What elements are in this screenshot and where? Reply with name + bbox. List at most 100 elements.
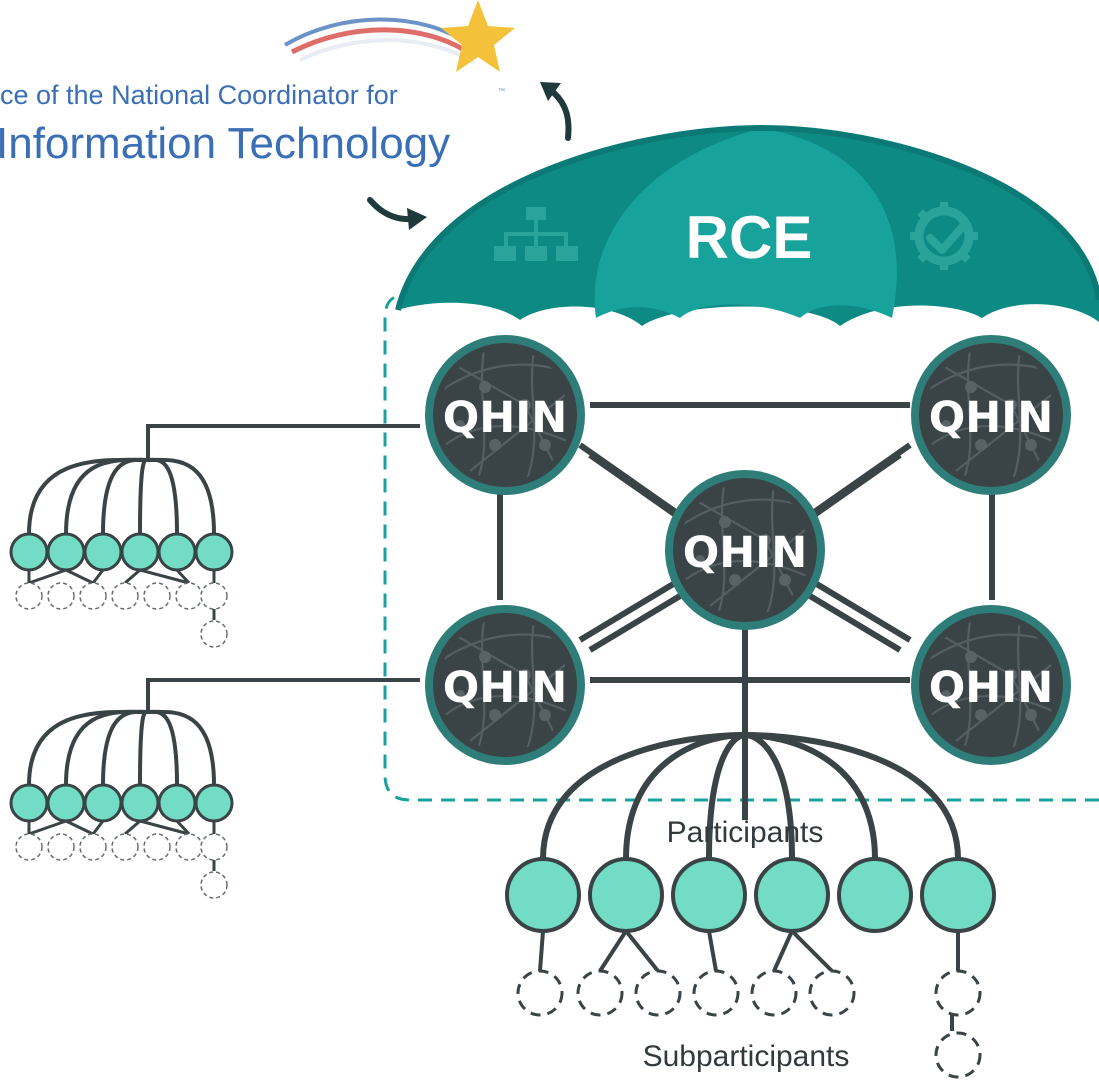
subparticipant-node	[175, 582, 203, 610]
participant-arch	[744, 732, 961, 860]
org-chart-icon	[494, 207, 578, 261]
subparticipant-node	[15, 582, 43, 610]
rce-umbrella: RCE	[395, 124, 1099, 326]
participant-arch	[147, 709, 179, 786]
participant-node	[671, 857, 747, 933]
participant-cluster-large	[505, 732, 996, 1079]
subparticipant-node	[634, 969, 682, 1017]
participant-node	[194, 783, 234, 823]
qhin-node-top-left: QHIN	[425, 335, 585, 495]
logo-line2: Information Technology	[0, 119, 450, 168]
qhin-label: QHIN	[683, 528, 808, 578]
subparticipant-node	[111, 833, 139, 861]
qhin-links	[497, 402, 995, 820]
participant-node	[120, 532, 160, 572]
subparticipant-node	[808, 969, 856, 1017]
subparticipant-link	[28, 568, 67, 585]
onc-logo: ce of the National Coordinator for ™ Inf…	[0, 0, 515, 168]
subparticipant-link	[790, 929, 834, 973]
qhin-label: QHIN	[443, 393, 568, 443]
subparticipant-link	[139, 568, 190, 585]
subparticipant-link	[598, 929, 628, 973]
participant-node	[920, 857, 996, 933]
participant-node	[754, 857, 830, 933]
subparticipant-link	[624, 929, 660, 973]
subparticipant-node	[143, 582, 171, 610]
star-icon	[441, 0, 515, 72]
participant-node	[46, 783, 86, 823]
participant-cluster-small	[9, 457, 234, 648]
participant-arch	[138, 709, 149, 786]
participant-node	[157, 532, 197, 572]
participant-arch	[706, 732, 746, 860]
subparticipant-link	[772, 930, 794, 972]
participant-node	[505, 857, 581, 933]
subparticipant-node	[111, 582, 139, 610]
qhin-node-center: QHIN	[665, 470, 825, 630]
participant-arch	[147, 709, 216, 786]
subparticipant-link	[65, 568, 94, 585]
participant-node	[120, 783, 160, 823]
participant-node	[157, 783, 197, 823]
qhin-node-bottom-left: QHIN	[425, 605, 585, 765]
subparticipant-link	[124, 819, 141, 836]
subparticipant-node	[200, 620, 228, 648]
arrow-up-icon	[540, 82, 572, 141]
cluster-connectors	[146, 424, 420, 712]
subparticipant-node	[934, 969, 982, 1017]
participants-label: Participants	[667, 816, 824, 849]
qhin-node-top-right: QHIN	[911, 335, 1071, 495]
participant-cluster-small	[9, 709, 234, 899]
subparticipant-node	[175, 833, 203, 861]
subparticipant-link	[707, 930, 718, 972]
qhin-label: QHIN	[929, 663, 1054, 713]
subparticipant-node	[692, 969, 740, 1017]
logo-swoosh	[283, 17, 476, 65]
participant-arch	[623, 732, 746, 860]
subparticipant-link	[139, 819, 190, 836]
trademark-mark: ™	[498, 88, 505, 95]
logo-line1: ce of the National Coordinator for	[0, 80, 398, 110]
qhin-node-bottom-right: QHIN	[911, 605, 1071, 765]
participant-node	[83, 783, 123, 823]
subparticipant-node	[79, 582, 107, 610]
subparticipant-link	[65, 819, 94, 836]
participant-node	[837, 857, 913, 933]
participant-arch	[147, 457, 216, 535]
subparticipant-node	[750, 969, 798, 1017]
participant-node	[194, 532, 234, 572]
participant-node	[83, 532, 123, 572]
subparticipant-node	[200, 582, 228, 610]
subparticipant-node	[79, 833, 107, 861]
participant-arch	[101, 457, 149, 535]
arrow-right-icon	[367, 197, 427, 230]
subparticipant-node	[143, 833, 171, 861]
subparticipant-link	[175, 568, 191, 585]
subparticipant-link	[538, 930, 545, 972]
participant-arch	[147, 457, 179, 535]
subparticipant-node	[516, 969, 564, 1017]
gear-check-icon	[910, 202, 978, 270]
subparticipant-node	[200, 833, 228, 861]
subparticipant-node	[47, 582, 75, 610]
participant-arch	[101, 709, 149, 786]
subparticipant-link	[28, 819, 67, 836]
subparticipant-link	[91, 820, 105, 835]
subparticipant-link	[124, 568, 141, 585]
subparticipant-node	[934, 1031, 982, 1079]
subparticipant-node	[47, 833, 75, 861]
subparticipant-link	[91, 569, 105, 584]
subparticipant-node	[576, 969, 624, 1017]
participant-node	[9, 783, 49, 823]
subparticipants-label: Subparticipants	[643, 1040, 850, 1073]
qhin-label: QHIN	[929, 393, 1054, 443]
subparticipant-node	[200, 871, 228, 899]
qhin-label: QHIN	[443, 663, 568, 713]
participant-node	[9, 532, 49, 572]
subparticipant-node	[15, 833, 43, 861]
subparticipant-link	[175, 819, 191, 836]
participant-arch	[138, 457, 149, 535]
participant-node	[46, 532, 86, 572]
rce-label: RCE	[686, 204, 813, 271]
